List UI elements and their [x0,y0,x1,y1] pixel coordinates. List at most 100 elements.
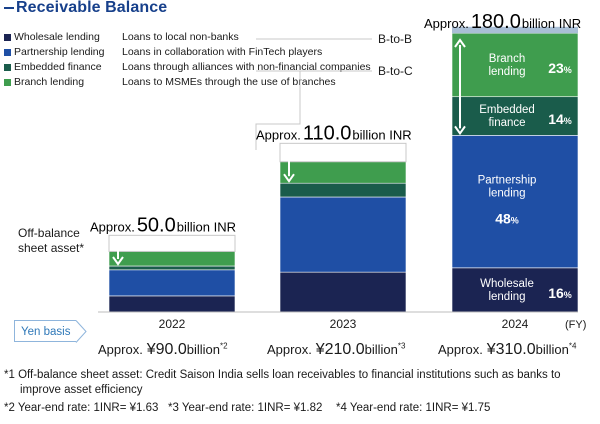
yen-value-2024: Approx. ¥310.0billion*4 [438,341,576,359]
segment-label-line: Branch [489,53,525,65]
footnote-1-cont: improve asset efficiency [20,384,143,396]
arrow-2023 [283,143,295,183]
legend-item-partnership: Partnership lending Loans in collaborati… [4,46,322,58]
segment-label-line: lending [488,188,525,200]
legend-swatch [4,63,11,71]
bar-segment-embedded-finance-2024 [451,96,579,136]
total-value: 110.0 [303,122,352,144]
bar-segment-branch-lending-2022 [108,251,236,267]
arrow-head-up [454,38,466,48]
arrow-head-down [112,256,124,266]
arrow-2022 [112,235,124,266]
yen-amount: ¥90.0 [146,341,187,358]
legend-swatch [4,48,11,56]
bar-segment-branch-lending-2023 [279,161,407,184]
title-block: Receivable Balance [4,0,167,17]
total-value: 50.0 [137,214,176,236]
legend-name: Wholesale lending [14,31,100,43]
total-unit: billion INR [522,16,581,31]
bar-segment-wholesale-lending-2022 [108,295,236,313]
footnote-4: *4 Year-end rate: 1INR= ¥1.75 [336,402,491,414]
yen-unit: billion [535,342,569,357]
yen-value-2023: Approx. ¥210.0billion*3 [267,341,405,359]
yen-basis-tag: Yen basis [14,320,76,342]
arrow-head-up [283,143,295,153]
total-prefix: Approx. [424,16,469,31]
segment-label-line: finance [488,117,525,129]
total-unit: billion INR [177,219,236,234]
x-tick-label-2022: 2022 [159,317,186,331]
yen-prefix: Approx. [438,342,483,357]
legend-name: Embedded finance [14,61,102,73]
bars [108,26,579,313]
bar-segment-partnership-lending-2022 [108,269,236,297]
yen-prefix: Approx. [98,342,143,357]
bar-segment-b-to-b-top-segment-2024 [452,26,578,34]
group-brackets [255,38,372,150]
total-unit: billion INR [352,127,411,142]
group-label-b2b: B-to-B [378,32,413,46]
segment-label-line: Embedded [479,104,535,116]
yen-basis-label: Yen basis [21,326,71,338]
yen-note: *3 [397,341,406,351]
legend-desc: Loans to MSMEs through the use of branch… [122,76,336,88]
yen-amount: ¥310.0 [486,341,536,358]
bar-segment-off-balance-sheet-asset-2022 [108,234,236,252]
total-label-2023: Approx.110.0billion INR [256,122,412,144]
total-prefix: Approx. [256,127,301,142]
yen-unit: billion [186,342,220,357]
arrow-head-down [454,125,466,136]
segment-label-line: Wholesale [480,278,534,290]
bar-segment-embedded-finance-2022 [108,265,236,271]
arrow-2024 [454,38,466,136]
off-balance-text: Off-balance sheet asset* [18,226,85,255]
footnote-1: *1 Off-balance sheet asset: Credit Saiso… [4,369,561,381]
bracket-link-2023 [255,71,301,150]
bar-segment-off-balance-sheet-asset-2023 [279,142,407,163]
bar-segment-partnership-lending-2023 [279,196,407,273]
bar-segment-branch-lending-2024 [451,32,579,98]
legend-desc: Loans to local non-banks [122,31,239,43]
chart-title: Receivable Balance [16,0,168,16]
x-tick-label-2024: 2024 [502,317,529,331]
arrow-head-up [112,235,124,245]
title-accent-bar [4,7,14,9]
legend-swatch [4,78,11,86]
segment-pct-unit: % [511,216,519,226]
total-label-2024: Approx.180.0billion INR [424,11,581,33]
yen-prefix: Approx. [267,342,312,357]
annotation-arrows [112,38,466,266]
group-label-b2c: B-to-C [378,64,413,78]
legend-desc: Loans in collaboration with FinTech play… [122,46,323,58]
x-tick-label-2023: 2023 [330,317,357,331]
legend-item-branch: Branch lending Loans to MSMEs through th… [4,76,336,88]
segment-label-line: lending [488,66,525,78]
segment-pct-unit: % [564,290,572,300]
total-label-2022: Approx.50.0billion INR [90,214,236,236]
footnote-3: *3 Year-end rate: 1INR= ¥1.82 [168,402,323,414]
arrow-head-down [283,173,295,183]
bar-segment-embedded-finance-2023 [279,182,407,198]
total-value: 180.0 [471,11,521,33]
legend-name: Partnership lending [14,46,105,58]
segment-pct-unit: % [564,65,572,75]
yen-note: *2 [220,341,228,351]
footnote-2: *2 Year-end rate: 1INR= ¥1.63 [4,402,159,414]
yen-value-2022: Approx. ¥90.0billion*2 [98,341,228,359]
total-prefix: Approx. [90,219,135,234]
fy-label: (FY) [565,319,587,331]
legend-item-embedded: Embedded finance Loans through alliances… [4,61,371,73]
yen-unit: billion [364,342,398,357]
yen-amount: ¥210.0 [315,341,365,358]
yen-note: *4 [568,341,577,351]
segment-label-line: Partnership [478,175,537,187]
legend-item-wholesale: Wholesale lending Loans to local non-ban… [4,31,239,43]
legend-desc: Loans through alliances with non-financi… [122,61,371,73]
segment-label-line: lending [488,291,525,303]
bar-segment-partnership-lending-2024 [451,135,579,269]
segment-pct-unit: % [564,116,572,126]
legend-swatch [4,33,11,41]
legend-name: Branch lending [14,76,85,88]
